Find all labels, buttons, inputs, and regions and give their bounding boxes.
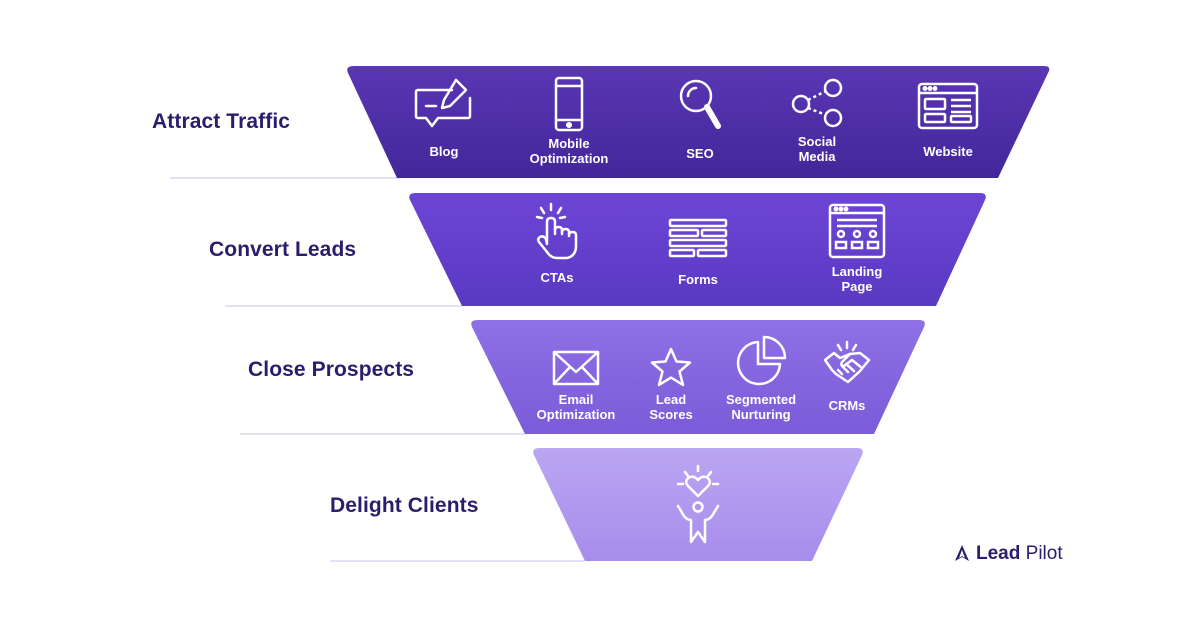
item-label: CTAs	[540, 270, 574, 285]
mobile-icon	[554, 76, 584, 132]
item-crms: CRMs	[792, 340, 902, 413]
magnifier-icon	[679, 79, 721, 129]
star-icon	[650, 347, 692, 387]
happy-person-heart-icon	[676, 464, 720, 544]
item-delight-clients	[643, 462, 753, 552]
item-forms: Forms	[643, 202, 753, 287]
item-segmented-nurturing: Segmented Nurturing	[706, 334, 816, 422]
rocket-logo-icon	[955, 545, 969, 561]
envelope-icon	[552, 350, 600, 386]
stage-label-convert-leads: Convert Leads	[209, 238, 357, 261]
form-icon	[668, 218, 728, 258]
stage-label-delight-clients: Delight Clients	[330, 494, 479, 517]
item-landing-page: Landing Page	[802, 202, 912, 294]
blog-icon	[414, 78, 472, 128]
website-icon	[917, 82, 979, 130]
logo-bold-text: Lead	[976, 543, 1021, 564]
item-website: Website	[893, 76, 1003, 159]
item-label: Email Optimization	[536, 392, 616, 422]
item-label: Segmented Nurturing	[725, 392, 797, 422]
lead-pilot-logo: Lead Pilot	[953, 543, 1063, 565]
handshake-icon	[823, 340, 871, 384]
item-social-media: Social Media	[762, 76, 872, 164]
item-label: Website	[923, 144, 973, 159]
stage-label-attract-traffic: Attract Traffic	[152, 110, 291, 133]
item-label: Landing Page	[831, 264, 883, 294]
item-label: CRMs	[828, 398, 866, 413]
share-icon	[791, 78, 843, 128]
item-label: Lead Scores	[649, 392, 693, 422]
item-lead-scores: Lead Scores	[616, 346, 726, 422]
item-label: Social Media	[797, 134, 837, 164]
stage-label-close-prospects: Close Prospects	[248, 358, 415, 381]
pie-chart-icon	[736, 335, 787, 386]
item-label: Mobile Optimization	[529, 136, 609, 166]
click-hand-icon	[535, 202, 578, 260]
stage-3-band	[471, 320, 925, 434]
item-ctas: CTAs	[502, 202, 612, 285]
item-mobile-optimization: Mobile Optimization	[514, 76, 624, 166]
item-label: Forms	[678, 272, 718, 287]
item-label: SEO	[686, 146, 714, 161]
item-email-optimization: Email Optimization	[521, 348, 631, 422]
item-label: Blog	[429, 144, 459, 159]
logo-regular-text: Pilot	[1025, 543, 1063, 564]
item-blog: Blog	[389, 76, 499, 159]
stage-1-band	[347, 66, 1050, 178]
stage-4-band	[533, 448, 863, 561]
landing-page-icon	[828, 203, 886, 259]
item-seo: SEO	[645, 76, 755, 161]
